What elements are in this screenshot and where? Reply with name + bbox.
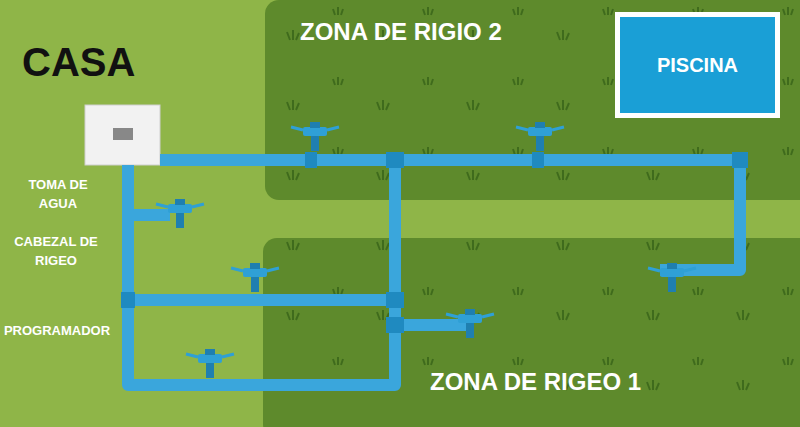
irrigation-zone: ZONA DE RIGIO 2 PISCINA: [265, 0, 800, 200]
irrigation-zone: ZONA DE RIGEO 1: [263, 238, 800, 427]
house-label: CASA: [22, 33, 135, 91]
valve: [113, 128, 133, 140]
house-intake-box: [85, 105, 160, 165]
node-text: ZONA DE RIGIO 2: [300, 18, 502, 46]
pipe-joints: [121, 152, 748, 333]
pool-box: PISCINA: [615, 12, 780, 118]
zone-ground: [265, 0, 800, 200]
pipes: [128, 160, 740, 385]
sprinklers: [156, 122, 696, 378]
part-label: PROGRAMADOR: [2, 322, 112, 341]
part-label: CABEZAL DE RIGEO: [8, 233, 104, 271]
node-text: ZONA DE RIGEO 1: [430, 368, 641, 396]
part-label: TOMA DE AGUA: [10, 176, 106, 214]
grass-texture: [265, 0, 800, 200]
node-text: PISCINA: [657, 54, 738, 77]
